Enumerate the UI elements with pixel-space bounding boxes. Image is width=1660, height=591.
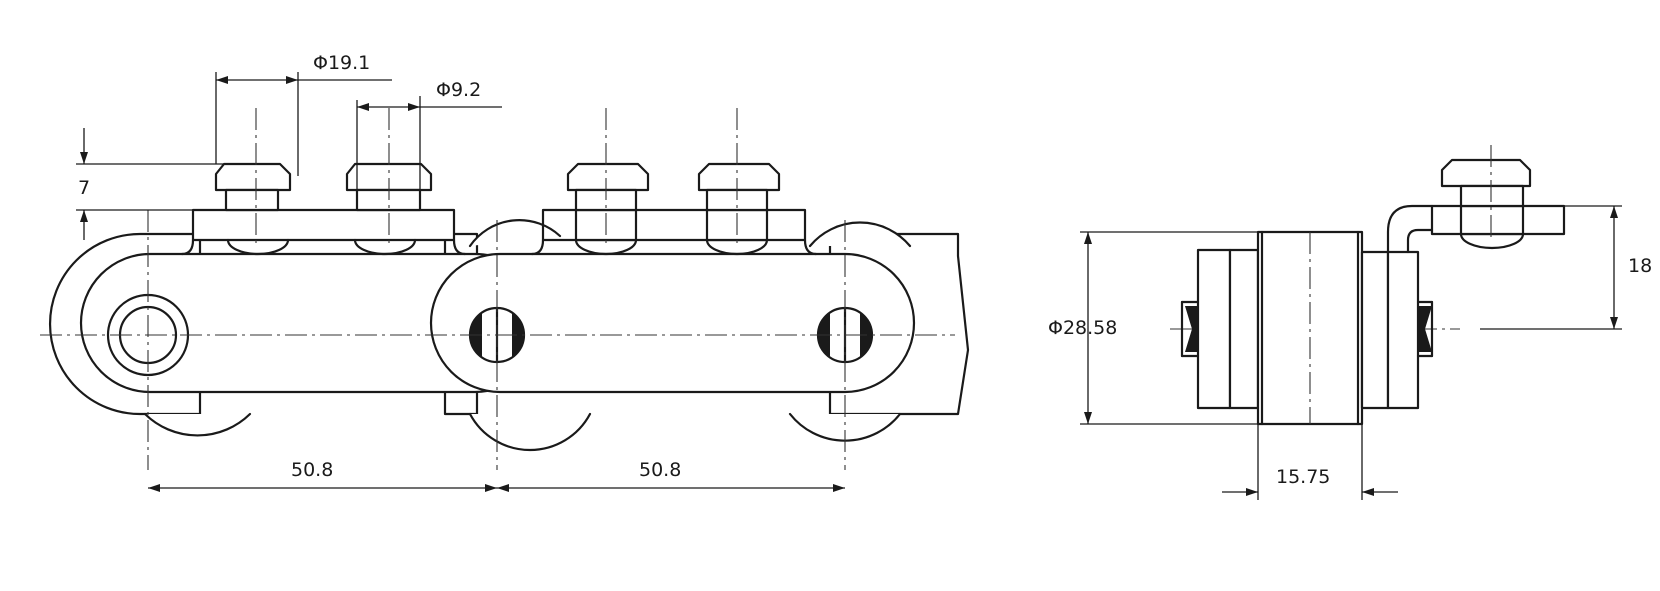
end-view-stud-bolt [1440,145,1532,240]
center-lines-side [40,108,955,470]
end-view-attachment-section [1430,204,1566,250]
end-view-roller [1256,230,1364,426]
dim-roller-width: 15.75 [1222,424,1398,500]
dim-head-height: 7 [76,128,224,240]
dim-flange-diameter: Φ19.1 [215,52,392,176]
label-pitch-right: 50.8 [639,459,681,481]
label-head-height: 7 [78,177,90,199]
end-view-right-plates [1360,204,1434,410]
label-roller-width: 15.75 [1276,466,1330,488]
dim-roller-diameter: Φ28.58 [1048,231,1258,425]
dim-head-diameter: Φ9.2 [356,79,502,190]
stud-bolt-3 [566,162,650,212]
label-flange-diameter: Φ19.1 [313,52,370,74]
label-attachment-height: 18 [1628,255,1652,277]
inner-plate-right [429,252,916,394]
end-view: Φ28.58 15.75 18 [1048,145,1652,500]
end-view-left-plates [1180,248,1260,410]
dim-attachment-height: 18 [1480,205,1652,330]
label-pitch-left: 50.8 [291,459,333,481]
dim-pitch: 50.8 50.8 [148,459,845,492]
stud-bolt-1 [214,162,292,212]
stud-bolt-4 [697,162,781,212]
label-roller-diameter: Φ28.58 [1048,317,1117,339]
attachment-bar-right-section [530,208,818,256]
side-view: Φ19.1 Φ9.2 7 50.8 50.8 [40,52,970,492]
attachment-bar-left [180,208,467,256]
label-head-diameter: Φ9.2 [436,79,481,101]
